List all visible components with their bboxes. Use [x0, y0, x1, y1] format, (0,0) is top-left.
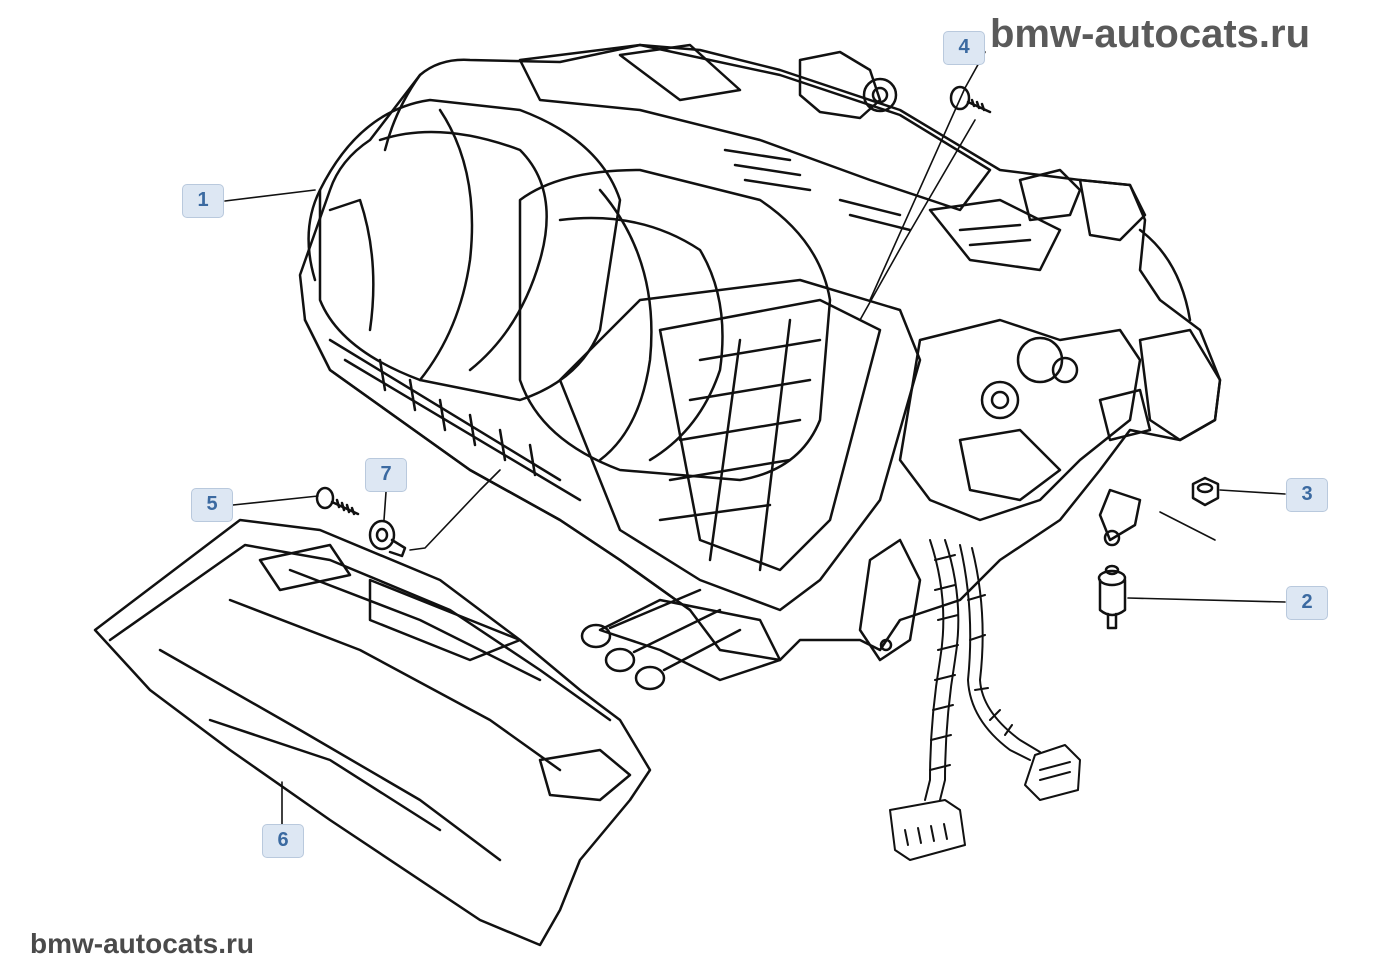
callout-3[interactable]: 3	[1286, 478, 1328, 512]
leader-lines	[224, 51, 1286, 829]
callout-2[interactable]: 2	[1286, 586, 1328, 620]
wiring-harness	[889, 539, 1081, 861]
part-4-screw	[949, 85, 992, 114]
part-7-clip	[368, 519, 407, 558]
part-5-screw	[315, 486, 360, 516]
heater-housing	[298, 43, 1222, 691]
callout-1[interactable]: 1	[182, 184, 224, 218]
lower-cover-panel	[93, 518, 652, 947]
callout-7[interactable]: 7	[365, 458, 407, 492]
watermark-top: bmw-autocats.ru	[990, 12, 1311, 56]
callout-6[interactable]: 6	[262, 824, 304, 858]
part-2-fitting	[1097, 564, 1127, 630]
watermark-bottom: bmw-autocats.ru	[30, 928, 255, 959]
callout-4[interactable]: 4	[943, 31, 985, 65]
callout-5[interactable]: 5	[191, 488, 233, 522]
part-3-nut	[1191, 476, 1220, 507]
